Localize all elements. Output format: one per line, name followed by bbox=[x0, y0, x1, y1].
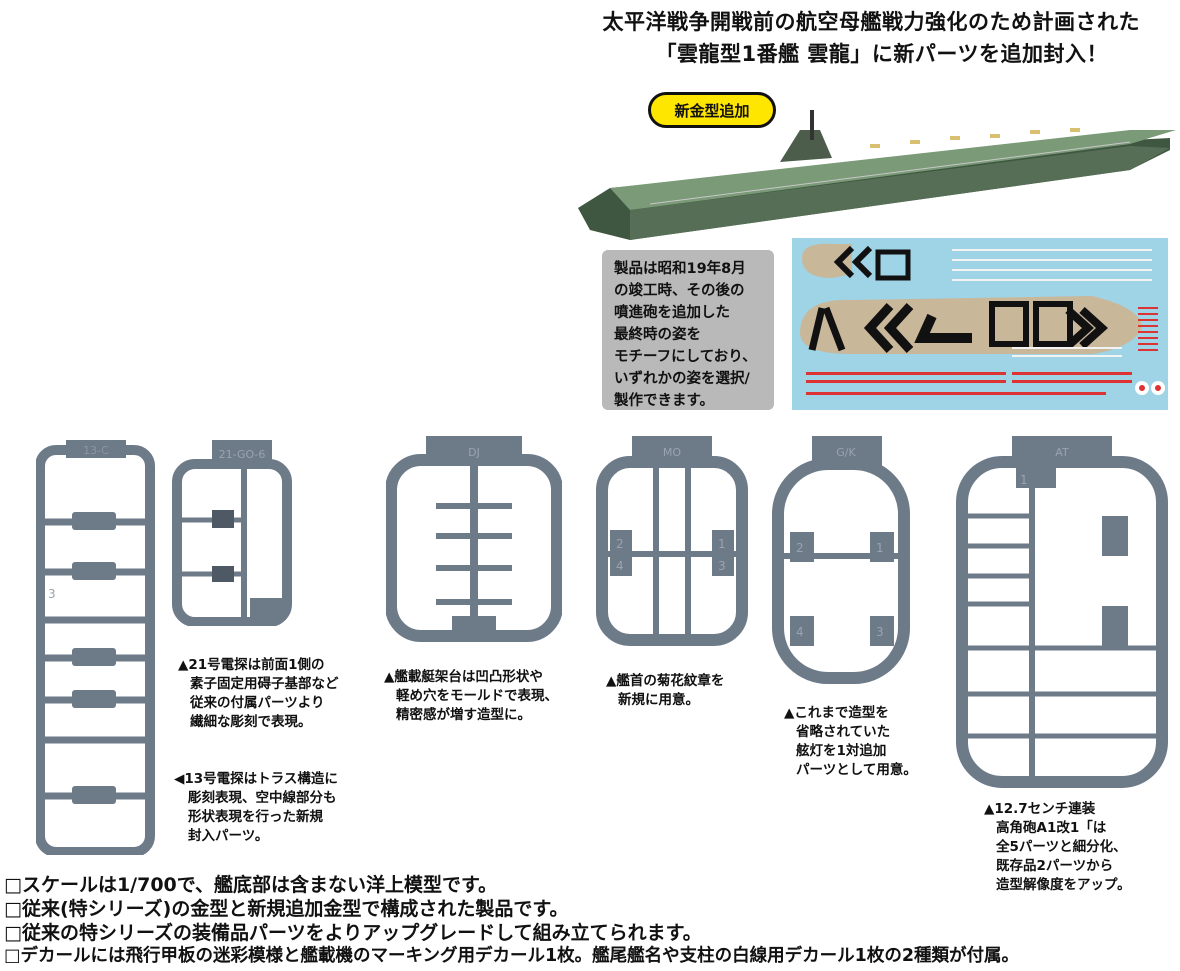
sprue-num: 1 bbox=[1020, 473, 1028, 487]
caption-line: ▲艦載艇架台は凹凸形状や bbox=[384, 669, 543, 685]
sprue-num: 4 bbox=[616, 559, 624, 573]
caption-line: 高角砲A1改1「は bbox=[996, 820, 1107, 836]
caption-line: 造型解像度をアップ。 bbox=[996, 877, 1131, 893]
sprue-tag: G/K bbox=[836, 446, 856, 459]
sprue-num: 2 bbox=[616, 537, 624, 551]
note-line: 製品は昭和19年8月 bbox=[614, 261, 746, 277]
sprue-21-radar: 21-GO-6 bbox=[172, 440, 292, 626]
caption-side-lights: ▲これまで造型を 省略されていた 舷灯を1対追加 パーツとして用意。 bbox=[784, 704, 917, 780]
caption-boat-cradle: ▲艦載艇架台は凹凸形状や 軽め穴をモールドで表現、 精密感が増す造型に。 bbox=[384, 668, 558, 725]
sprue-13-radar: 13-C 3 bbox=[36, 440, 155, 855]
caption-line: ◀13号電探はトラス構造に bbox=[174, 771, 338, 787]
caption-line: パーツとして用意。 bbox=[796, 762, 917, 778]
caption-line: 形状表現を行った新規 bbox=[188, 809, 323, 825]
sprue-num: 3 bbox=[876, 625, 884, 639]
sprue-side-lights: G/K 2 1 4 3 bbox=[772, 436, 910, 684]
caption-chrysanthemum: ▲艦首の菊花紋章を 新規に用意。 bbox=[606, 672, 724, 710]
sprue-tag: MO bbox=[663, 446, 681, 459]
bottom-note-3: □従来の特シリーズの装備品パーツをよりアップグレードして組み立てられます。 bbox=[4, 922, 702, 944]
caption-line: 新規に用意。 bbox=[618, 692, 699, 708]
header-line-2: 「雲龍型1番艦 雲龍」に新パーツを追加封入！ bbox=[655, 42, 1108, 66]
decal-sheet-image bbox=[792, 238, 1168, 410]
caption-line: ▲12.7センチ連装 bbox=[984, 801, 1096, 817]
caption-line: ▲21号電探は前面1側の bbox=[178, 657, 325, 673]
sprue-tag: 21-GO-6 bbox=[219, 448, 266, 461]
caption-line: 省略されていた bbox=[796, 724, 891, 740]
sprue-tag: 13-C bbox=[83, 444, 109, 457]
sprue-tag: DJ bbox=[468, 446, 480, 459]
caption-line: 素子固定用碍子基部など bbox=[190, 676, 339, 692]
caption-line: 全5パーツと細分化、 bbox=[996, 839, 1127, 855]
caption-21-radar: ▲21号電探は前面1側の 素子固定用碍子基部など 従来の付属パーツより 繊細な彫… bbox=[178, 656, 339, 732]
caption-line: ▲艦首の菊花紋章を bbox=[606, 673, 725, 689]
caption-line: 彫刻表現、空中線部分も bbox=[188, 790, 337, 806]
note-line: の竣工時、その後の bbox=[614, 283, 745, 299]
bottom-note-1: □スケールは1/700で、艦底部は含まない洋上模型です。 bbox=[4, 874, 498, 896]
caption-line: 既存品2パーツから bbox=[996, 858, 1114, 874]
bottom-note-2: □従来(特シリーズ)の金型と新規追加金型で構成された製品です。 bbox=[4, 898, 569, 920]
note-line: 噴進砲を追加した bbox=[614, 305, 730, 321]
sprue-num: 4 bbox=[796, 625, 804, 639]
sprue-num: 1 bbox=[718, 537, 726, 551]
sprue-num: 3 bbox=[48, 587, 56, 601]
sprue-num: 2 bbox=[796, 541, 804, 555]
caption-13-radar: ◀13号電探はトラス構造に 彫刻表現、空中線部分も 形状表現を行った新規 封入パ… bbox=[174, 770, 338, 846]
caption-line: 軽め穴をモールドで表現、 bbox=[396, 688, 558, 704]
caption-line: ▲これまで造型を bbox=[784, 705, 889, 721]
caption-aa-gun: ▲12.7センチ連装 高角砲A1改1「は 全5パーツと細分化、 既存品2パーツか… bbox=[984, 800, 1131, 895]
new-mold-badge: 新金型追加 bbox=[648, 92, 776, 128]
ship-image bbox=[578, 110, 1176, 240]
sprue-num: 3 bbox=[718, 559, 726, 573]
caption-line: 封入パーツ。 bbox=[188, 828, 269, 844]
caption-line: 舷灯を1対追加 bbox=[796, 743, 887, 759]
header-line-1: 太平洋戦争開戦前の航空母艦戦力強化のため計画された bbox=[602, 10, 1140, 34]
sprue-num: 1 bbox=[876, 541, 884, 555]
note-line: モチーフにしており、 bbox=[614, 349, 757, 365]
caption-line: 従来の付属パーツより bbox=[190, 695, 325, 711]
sprue-tag: AT bbox=[1055, 446, 1069, 459]
sprue-chrysanthemum: MO 2 4 1 3 bbox=[596, 436, 748, 646]
sprue-boat-cradle: DJ bbox=[386, 436, 562, 642]
note-line: いずれかの姿を選択/ bbox=[614, 371, 750, 387]
caption-line: 精密感が増す造型に。 bbox=[396, 707, 531, 723]
product-note: 製品は昭和19年8月 の竣工時、その後の 噴進砲を追加した 最終時の姿を モチー… bbox=[602, 250, 774, 410]
note-line: 製作できます。 bbox=[614, 393, 715, 409]
note-line: 最終時の姿を bbox=[614, 327, 701, 343]
caption-line: 繊細な彫刻で表現。 bbox=[190, 714, 312, 730]
bottom-note-4: □デカールには飛行甲板の迷彩模様と艦載機のマーキング用デカール1枚。艦尾艦名や支… bbox=[4, 946, 1020, 966]
sprue-aa-gun: AT 1 bbox=[956, 436, 1168, 788]
